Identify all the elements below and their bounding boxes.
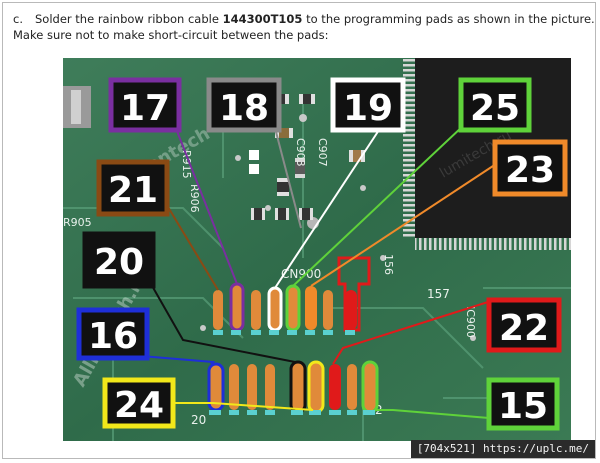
document-frame: c. Solder the rainbow ribbon cable 144300…: [2, 2, 596, 459]
part-number: 144300T105: [222, 12, 303, 26]
silk-cn900: CN900: [281, 267, 321, 281]
step-marker: c.: [13, 12, 23, 26]
pad-leader-lines: [140, 125, 494, 419]
svg-text:22: 22: [499, 308, 549, 349]
silk-157: 157: [427, 287, 450, 301]
silk-r905: R905: [63, 216, 92, 229]
label-17: 17: [108, 77, 182, 133]
label-22: 22: [486, 297, 562, 353]
label-19: 19: [330, 77, 406, 133]
label-25: 25: [458, 77, 532, 133]
svg-text:23: 23: [505, 150, 555, 191]
svg-text:18: 18: [219, 88, 269, 129]
label-16: 16: [76, 307, 150, 361]
silk-c903: C903: [294, 138, 307, 167]
silk-156: 156: [382, 254, 395, 275]
svg-text:16: 16: [88, 316, 138, 357]
instruction-text-before: Solder the rainbow ribbon cable: [35, 12, 223, 26]
instruction-text: c. Solder the rainbow ribbon cable 144300…: [13, 11, 598, 43]
svg-text:25: 25: [470, 88, 520, 129]
label-18: 18: [206, 77, 282, 133]
silk-r906: R906: [188, 184, 201, 213]
silk-ic900: IC900: [464, 306, 477, 338]
label-24: 24: [102, 377, 176, 429]
image-size-caption: [704x521] https://uplc.me/: [410, 440, 595, 458]
label-20: 20: [82, 231, 156, 289]
svg-text:19: 19: [343, 88, 393, 129]
silk-r915: R915: [180, 150, 193, 179]
silk-20: 20: [191, 413, 206, 427]
label-21: 21: [96, 159, 170, 217]
svg-text:20: 20: [94, 242, 144, 283]
svg-text:21: 21: [108, 170, 158, 211]
silk-c907: C907: [316, 138, 329, 167]
label-15: 15: [486, 377, 560, 431]
label-23: 23: [492, 139, 568, 197]
svg-text:15: 15: [498, 386, 548, 427]
svg-text:17: 17: [120, 88, 170, 129]
bottom-pad-row: [207, 360, 379, 415]
pcb-photo: lumitech.ru R915 R906 R905 C907 C903 CN9…: [63, 58, 571, 441]
svg-text:24: 24: [114, 385, 164, 426]
instruction-text-after: to the programming pads as shown in the …: [13, 12, 595, 42]
